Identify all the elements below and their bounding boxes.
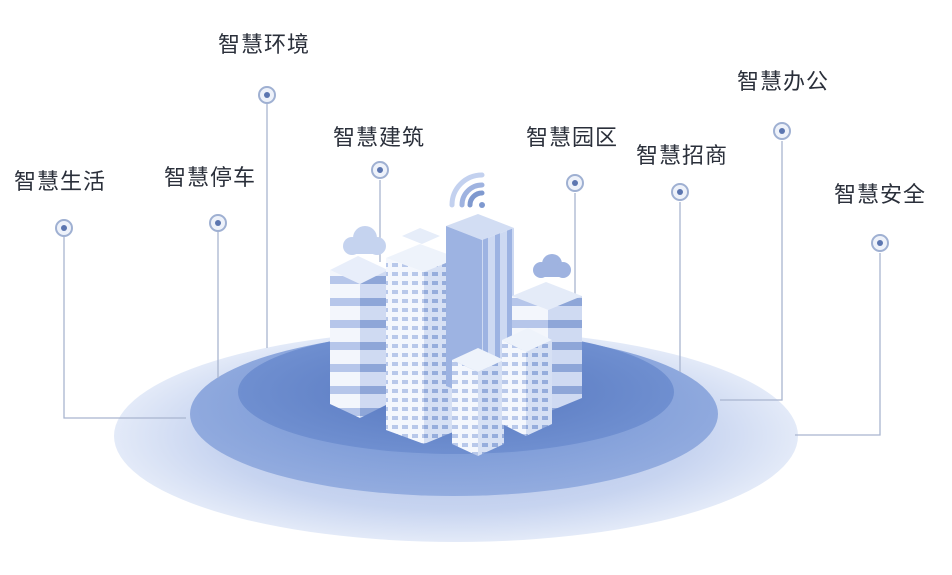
connector-life bbox=[63, 237, 186, 419]
label-smart-investment: 智慧招商 bbox=[636, 144, 729, 169]
marker-building-icon bbox=[371, 161, 389, 179]
label-smart-office: 智慧办公 bbox=[737, 70, 830, 95]
label-smart-environment: 智慧环境 bbox=[218, 33, 311, 58]
building-tower-a bbox=[386, 228, 458, 444]
label-smart-life: 智慧生活 bbox=[14, 170, 107, 195]
marker-environment-icon bbox=[258, 86, 276, 104]
connector-office bbox=[720, 141, 783, 401]
marker-investment-icon bbox=[671, 183, 689, 201]
marker-office-icon bbox=[773, 122, 791, 140]
connector-security bbox=[795, 253, 881, 436]
label-smart-parking: 智慧停车 bbox=[164, 166, 257, 191]
connector-lines bbox=[63, 104, 881, 436]
building-small-b bbox=[502, 328, 552, 436]
cloud-icon bbox=[343, 226, 386, 255]
label-smart-building: 智慧建筑 bbox=[333, 126, 426, 151]
wifi-icon bbox=[449, 172, 485, 208]
marker-parking-icon bbox=[209, 214, 227, 232]
label-smart-park: 智慧园区 bbox=[526, 126, 619, 151]
marker-life-icon bbox=[55, 219, 73, 237]
marker-park-icon bbox=[566, 174, 584, 192]
building-left bbox=[330, 256, 388, 418]
building-small-a bbox=[452, 348, 504, 456]
label-smart-security: 智慧安全 bbox=[834, 183, 927, 208]
cloud-icon bbox=[533, 254, 571, 278]
marker-security-icon bbox=[871, 234, 889, 252]
